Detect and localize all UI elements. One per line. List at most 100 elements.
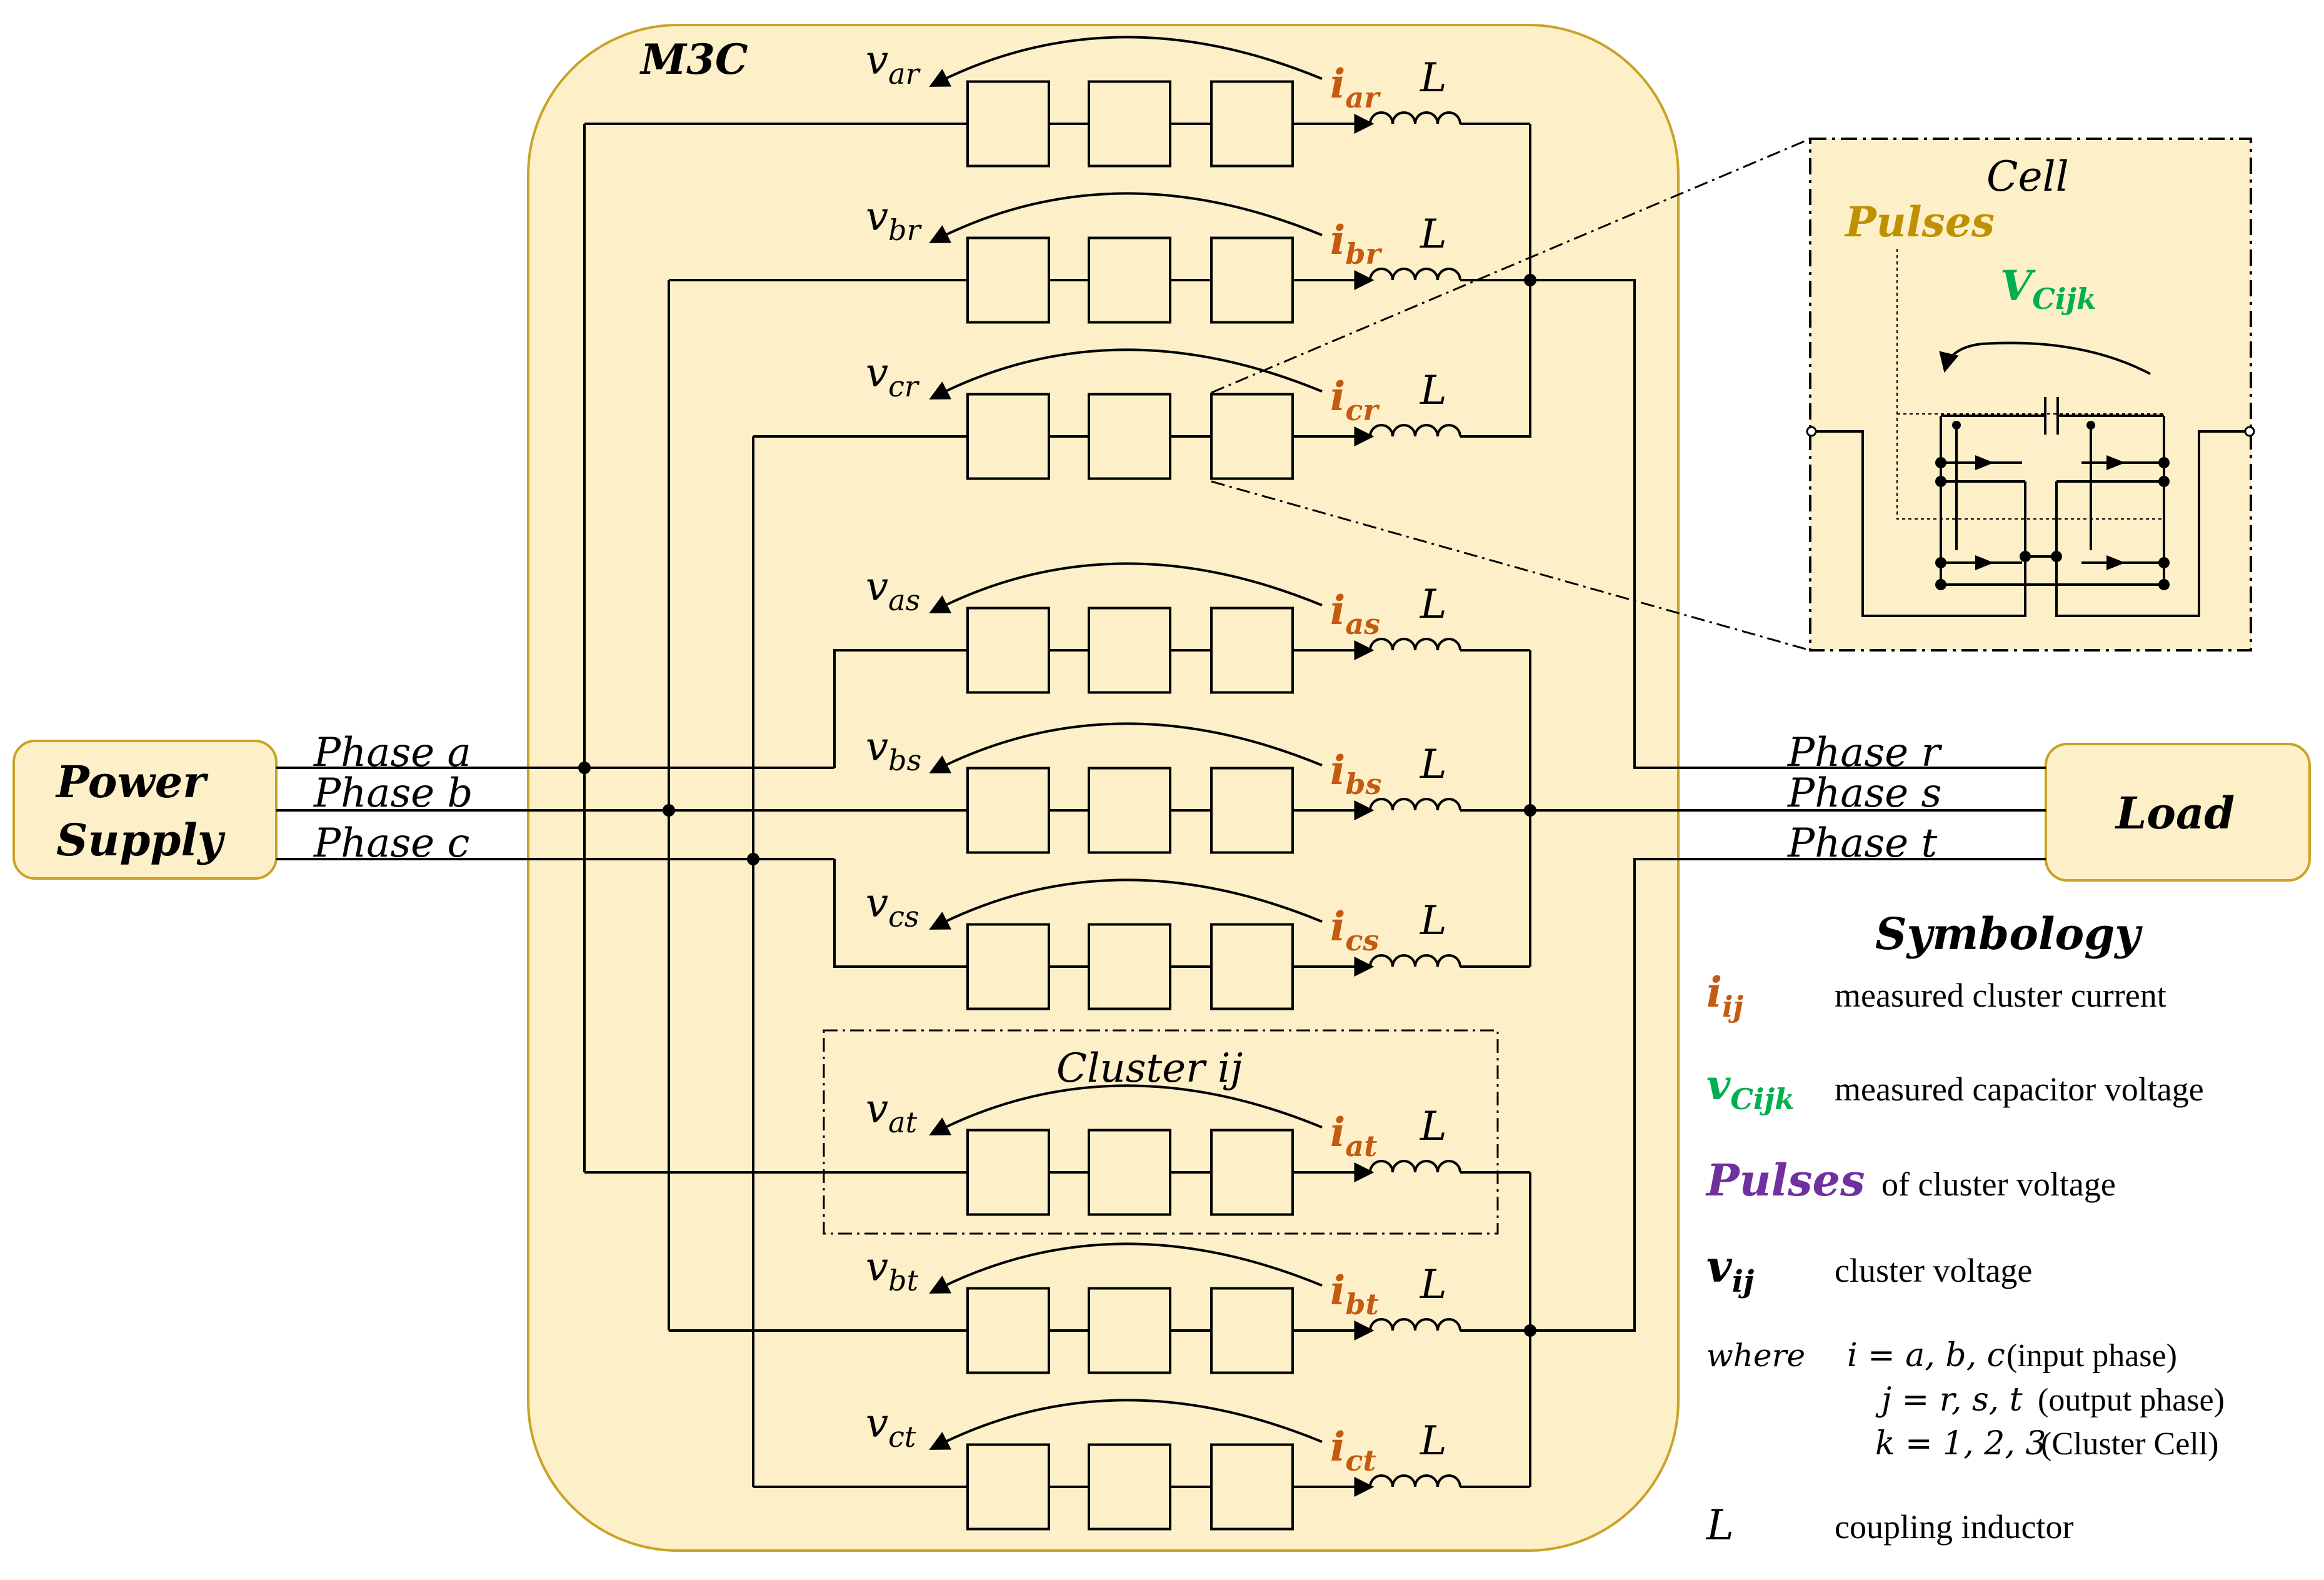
- cluster-voltage-label-cr: vcr: [866, 350, 920, 403]
- cluster-voltage-arrow-cs: [929, 878, 1323, 930]
- cluster-current-label-at: iat: [1330, 1109, 1377, 1163]
- power-supply-label-line1: Power: [55, 756, 209, 808]
- cluster-cell-cs-2: [1088, 923, 1171, 1010]
- cluster-cell-cr-3: [1210, 393, 1294, 480]
- cluster-voltage-label-at: vat: [866, 1086, 918, 1139]
- m3c-label: M3C: [639, 35, 748, 84]
- cluster-cell-br-2: [1088, 236, 1171, 324]
- inductor-label-cs: L: [1420, 898, 1447, 944]
- inductor-br: [1369, 268, 1461, 281]
- legend-pulses-symbol: Pulses: [1705, 1154, 1865, 1206]
- cluster-bs: vbs ibs L: [866, 722, 1530, 854]
- cell-pulses-label: Pulses: [1844, 198, 1995, 246]
- cluster-current-label-cs: ics: [1330, 903, 1379, 957]
- cluster-current-label-bs: ibs: [1330, 747, 1381, 801]
- symbology-legend: Symbology iij measured cluster current v…: [1705, 908, 2225, 1549]
- capacitor-voltage-arrow: [1939, 341, 2151, 375]
- inductor-as: [1369, 638, 1461, 651]
- legend-cluster-voltage-desc: cluster voltage: [1835, 1252, 2032, 1289]
- cell-detail: Cell Pulses VCijk: [1806, 138, 2255, 652]
- cluster-cell-cs-3: [1210, 923, 1294, 1010]
- inductor-bt: [1369, 1318, 1461, 1331]
- legend-where: where: [1706, 1337, 1805, 1374]
- cluster-cs: vcs ics L: [834, 878, 1530, 1010]
- load-label: Load: [2115, 787, 2235, 839]
- output-phase-s-label: Phase s: [1787, 770, 1941, 817]
- legend-inductor-symbol: L: [1706, 1501, 1734, 1549]
- cluster-ij-label: Cluster ij: [1056, 1045, 1243, 1092]
- cluster-voltage-arrow-br: [929, 192, 1323, 243]
- cluster-cell-bs-1: [966, 767, 1050, 854]
- inductor-ct: [1369, 1474, 1461, 1487]
- cluster-ct: vct ict L: [753, 1399, 1530, 1531]
- cluster-cell-bs-3: [1210, 767, 1294, 854]
- wiring: [276, 124, 2046, 1487]
- legend-where-j: j = r, s, t: [1875, 1381, 2023, 1419]
- power-supply-label-line2: Supply: [56, 814, 226, 866]
- cluster-cell-at-2: [1088, 1129, 1171, 1216]
- cluster-current-label-ct: ict: [1330, 1424, 1376, 1477]
- cluster-cell-bs-2: [1088, 767, 1171, 854]
- cluster-voltage-label-ct: vct: [866, 1401, 916, 1454]
- cluster-voltage-label-ar: var: [866, 38, 921, 91]
- inductor-label-ct: L: [1420, 1418, 1447, 1464]
- legend-current-desc: measured cluster current: [1835, 977, 2166, 1014]
- cell-title: Cell: [1986, 153, 2069, 201]
- inductor-label-at: L: [1420, 1104, 1447, 1150]
- cluster-cell-cr-2: [1088, 393, 1171, 480]
- legend-inductor-desc: coupling inductor: [1835, 1508, 2073, 1546]
- cluster-voltage-arrow-ar: [929, 36, 1323, 87]
- legend-cluster-voltage-symbol: vij: [1706, 1240, 1754, 1299]
- cluster-voltage-label-bs: vbs: [866, 724, 921, 777]
- cluster-voltage-label-cs: vcs: [866, 880, 919, 933]
- inductor-bs: [1369, 798, 1461, 811]
- cluster-voltage-label-bt: vbt: [866, 1244, 919, 1297]
- cluster-current-label-bt: ibt: [1330, 1267, 1379, 1321]
- inductor-ar: [1369, 111, 1461, 124]
- cluster-current-label-br: ibr: [1330, 217, 1383, 271]
- inductor-label-as: L: [1420, 581, 1447, 628]
- cluster-cell-ar-1: [966, 80, 1050, 168]
- cluster-voltage-arrow-bt: [929, 1242, 1323, 1294]
- cluster-cell-ar-2: [1088, 80, 1171, 168]
- inductor-cs: [1369, 954, 1461, 967]
- legend-current-symbol: iij: [1706, 968, 1744, 1024]
- cluster-current-label-cr: icr: [1330, 373, 1380, 427]
- cluster-cell-ct-2: [1088, 1443, 1171, 1531]
- cluster-cell-bt-2: [1088, 1287, 1171, 1374]
- legend-where-j-desc: (output phase): [2038, 1382, 2225, 1418]
- symbology-title: Symbology: [1875, 908, 2143, 960]
- cluster-cell-as-2: [1088, 606, 1171, 694]
- cluster-cell-cr-1: [966, 393, 1050, 480]
- power-supply-block: Power Supply: [13, 740, 278, 880]
- inductor-at: [1369, 1160, 1461, 1173]
- cluster-cell-ar-3: [1210, 80, 1294, 168]
- legend-where-k: k = 1, 2, 3: [1875, 1425, 2046, 1462]
- cluster-voltage-label-br: vbr: [866, 194, 923, 247]
- cell-capacitor-voltage-label: VCijk: [2000, 261, 2096, 316]
- cluster-cell-as-3: [1210, 606, 1294, 694]
- input-phase-b-label: Phase b: [313, 770, 473, 817]
- m3c-panel: [527, 24, 1680, 1552]
- cluster-voltage-arrow-as: [929, 562, 1323, 613]
- cluster-cell-br-3: [1210, 236, 1294, 324]
- cluster-as: vas ias L: [834, 562, 1530, 694]
- legend-pulses-desc: of cluster voltage: [1881, 1165, 2116, 1203]
- cluster-voltage-arrow-ct: [929, 1399, 1323, 1450]
- cluster-cell-at-1: [966, 1129, 1050, 1216]
- cluster-voltage-arrow-bs: [929, 722, 1323, 773]
- cluster-voltage-arrow-at: [929, 1084, 1323, 1135]
- legend-where-k-desc: (Cluster Cell): [2041, 1426, 2219, 1462]
- inductor-cr: [1369, 424, 1461, 437]
- cluster-current-label-as: ias: [1330, 587, 1380, 641]
- inductor-label-ar: L: [1420, 55, 1447, 101]
- cluster-cell-as-1: [966, 606, 1050, 694]
- cluster-cell-br-1: [966, 236, 1050, 324]
- inductor-label-bs: L: [1420, 742, 1447, 788]
- cluster-voltage-label-as: vas: [866, 564, 920, 617]
- cluster-cell-ct-3: [1210, 1443, 1294, 1531]
